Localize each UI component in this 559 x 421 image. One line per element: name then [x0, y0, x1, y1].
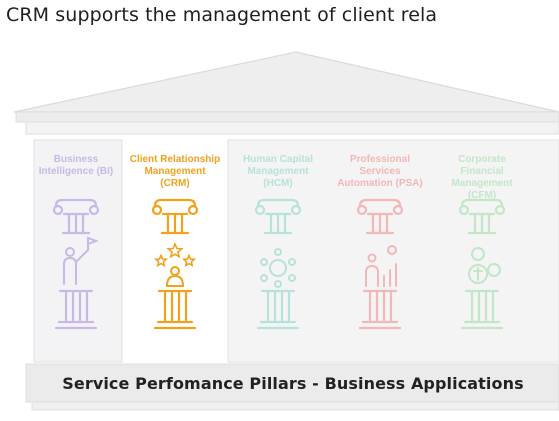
bi-panel — [33, 139, 123, 363]
presenter-flag-icon — [63, 236, 99, 285]
stars-person-icon — [153, 241, 197, 287]
plinth — [31, 401, 559, 411]
network-people-icon — [260, 248, 296, 288]
pillar-label-line: Client Relationship — [129, 154, 221, 165]
column-capital-icon — [356, 198, 404, 235]
pillar-psa — [356, 198, 404, 330]
pillar-bi — [52, 198, 100, 330]
pillar-hcm — [254, 198, 302, 330]
pillar-label-line: Management (CFM) — [451, 178, 513, 201]
pillar-label-line: Management (CRM) — [144, 166, 206, 189]
column-capital-icon — [254, 198, 302, 235]
pillar-label-line: Business — [53, 154, 99, 165]
dollar-gears-icon — [468, 247, 501, 284]
pillar-label-line: Corporate Financial — [458, 154, 506, 177]
column-base-icon — [54, 289, 98, 330]
column-base-icon — [358, 289, 402, 330]
column-capital-icon — [458, 198, 506, 235]
pillar-label-line: Professional Services — [349, 154, 411, 177]
app-panel — [227, 139, 559, 363]
architrave — [25, 121, 559, 135]
presenter-chart-icon — [365, 245, 397, 287]
column-base-icon — [256, 289, 300, 330]
entablature — [15, 111, 559, 123]
banner-title: Service Perfomance Pillars - Business Ap… — [62, 373, 524, 393]
pillar-crm — [151, 198, 199, 330]
pillar-label-line: Human Capital — [242, 154, 313, 165]
roof — [13, 51, 559, 113]
pillar-cfm — [458, 198, 506, 330]
pillar-label-line: Automation (PSA) — [337, 178, 423, 189]
column-capital-icon — [151, 198, 199, 235]
column-base-icon — [153, 289, 197, 330]
pillar-label-line: Intelligence (BI) — [38, 166, 114, 177]
headline-text: CRM supports the management of client re… — [6, 4, 438, 26]
column-capital-icon — [52, 198, 100, 235]
column-base-icon — [460, 289, 504, 330]
pillar-label-line: Management (HCM) — [247, 166, 309, 189]
